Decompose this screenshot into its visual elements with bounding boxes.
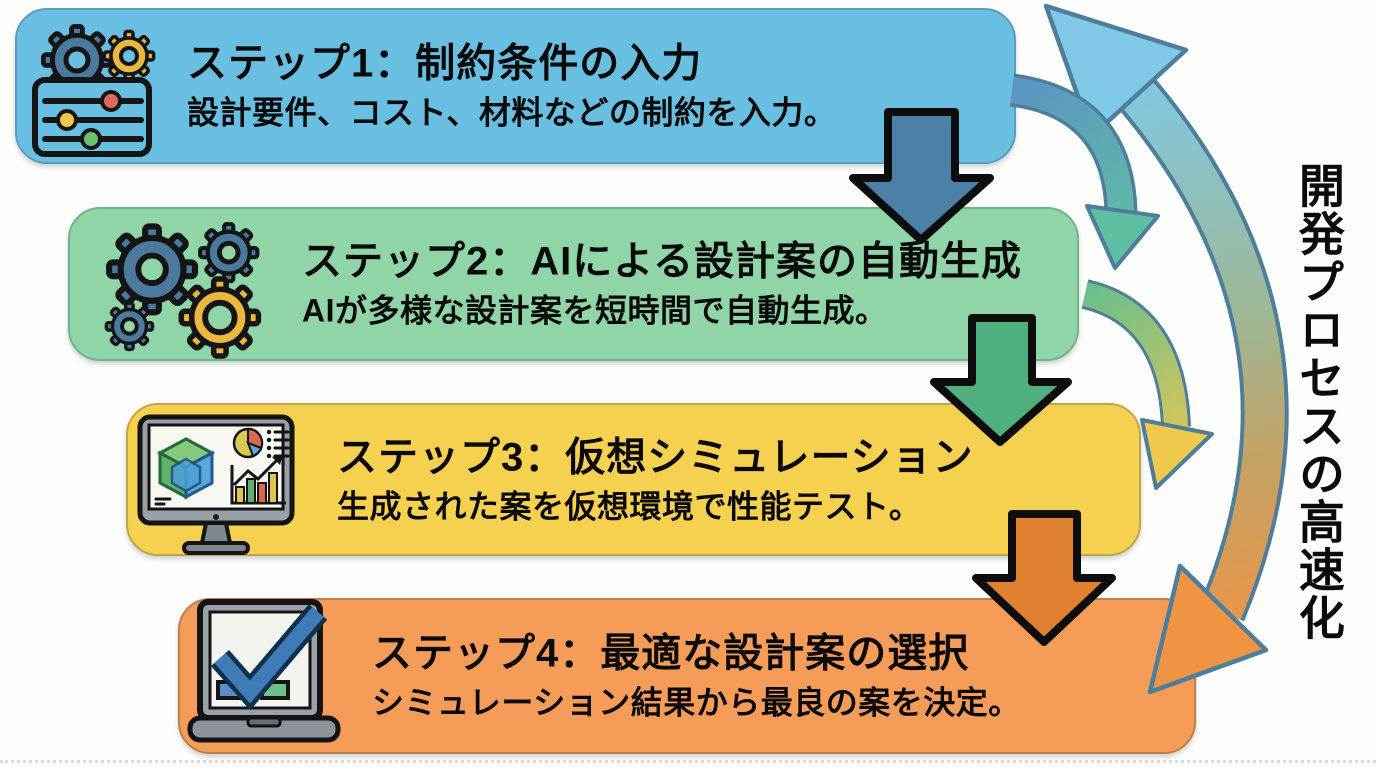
step-4-description: シミュレーション結果から最良の案を決定。	[372, 684, 1021, 721]
step-1-description: 設計要件、コスト、材料などの制約を入力。	[187, 94, 837, 131]
step-card-3: ステップ3：仮想シミュレーション 生成された案を仮想環境で性能テスト。	[126, 403, 1141, 556]
vertical-caption: 開発プロセスの高速化	[1292, 162, 1345, 642]
step-card-2: ステップ2：AIによる設計案の自動生成 AIが多様な設計案を短時間で自動生成。	[68, 207, 1079, 361]
step-2-title: ステップ2：AIによる設計案の自動生成	[302, 239, 1023, 284]
bottom-divider	[0, 760, 1376, 763]
step-3-description: 生成された案を仮想環境で性能テスト。	[337, 488, 922, 524]
step-4-title: ステップ4：最適な設計案の選択	[372, 631, 970, 676]
step-card-1: ステップ1：制約条件の入力 設計要件、コスト、材料などの制約を入力。	[15, 8, 1016, 164]
step-2-description: AIが多様な設計案を短時間で自動生成。	[302, 292, 888, 329]
monitor-analytics-icon	[137, 414, 295, 555]
step-3-title: ステップ3：仮想シミュレーション	[337, 435, 974, 479]
step-1-title: ステップ1：制約条件の入力	[187, 41, 703, 86]
gears-cluster-icon	[104, 219, 270, 359]
step-card-4: ステップ4：最適な設計案の選択 シミュレーション結果から最良の案を決定。	[178, 598, 1196, 754]
cycle-feedback-arrow	[1043, 3, 1289, 695]
cycle-arrowhead-top	[1043, 3, 1189, 139]
laptop-checkmark-icon	[187, 599, 341, 743]
settings-sliders-gears-icon	[32, 22, 156, 157]
